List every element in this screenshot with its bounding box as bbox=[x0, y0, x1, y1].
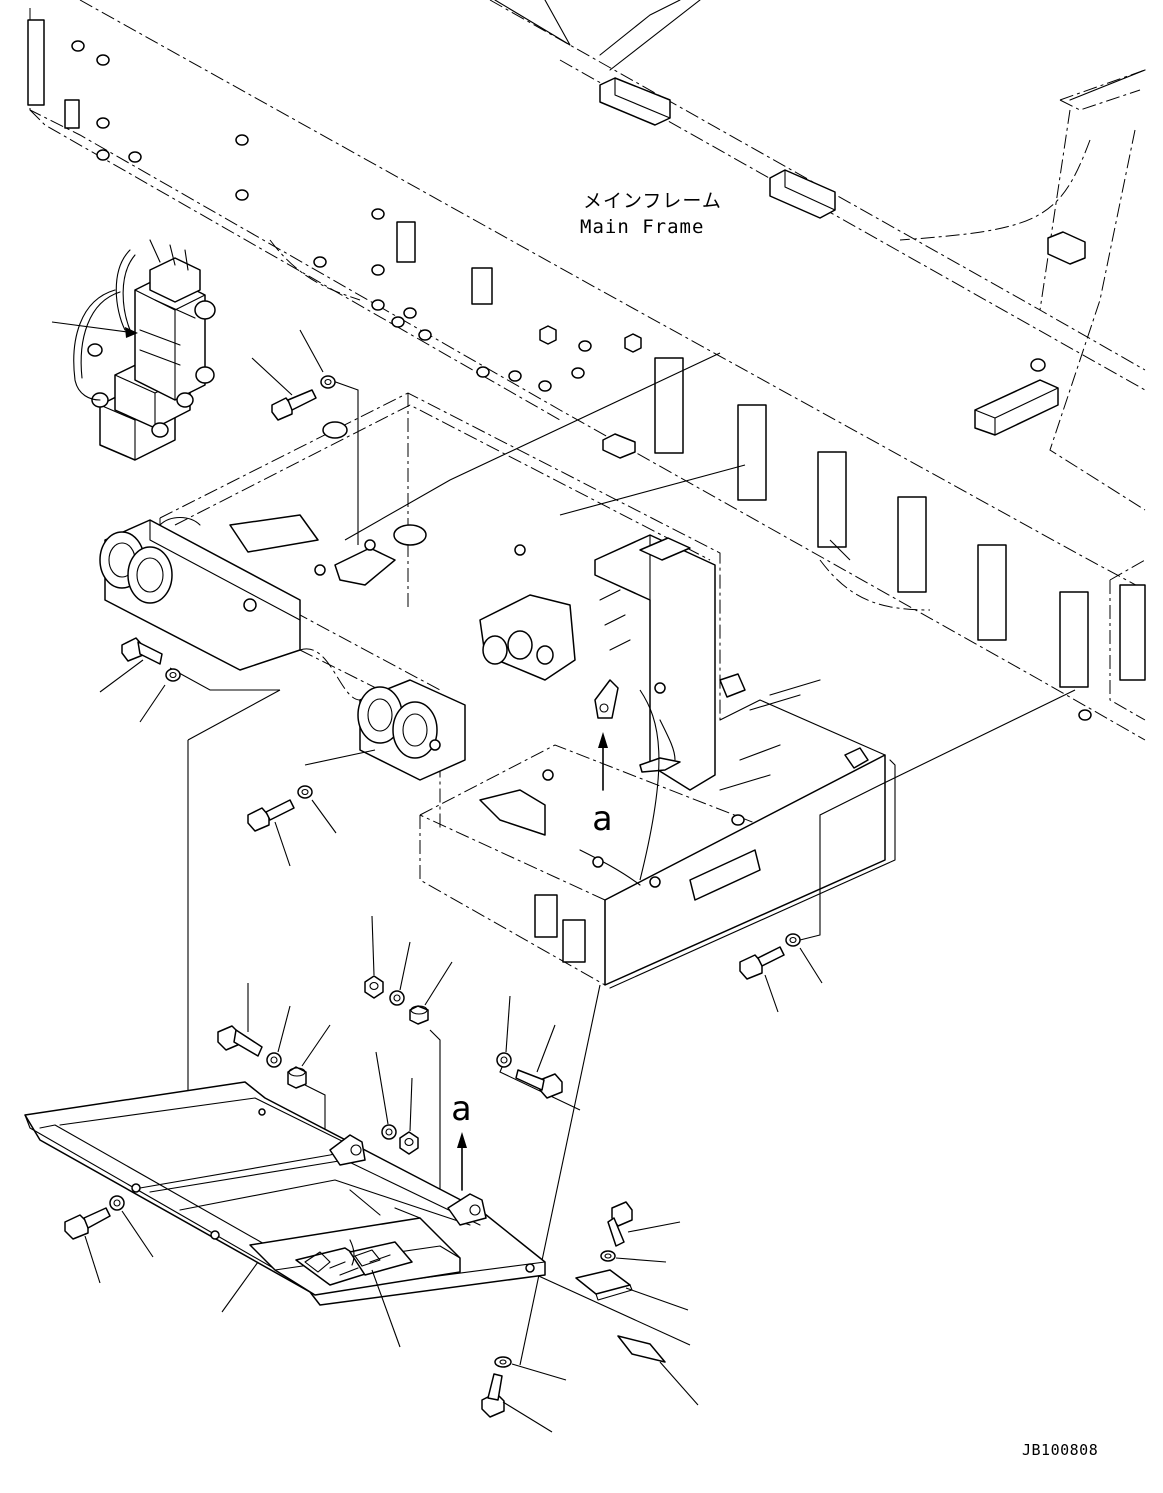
nut-1 bbox=[364, 915, 384, 999]
bolt-3 bbox=[247, 799, 295, 867]
spacer-1 bbox=[409, 961, 453, 1025]
bolt-8 bbox=[607, 1201, 681, 1247]
washer-9 bbox=[109, 1195, 154, 1258]
cab-support-frame bbox=[99, 392, 896, 989]
spacer-2 bbox=[287, 1024, 331, 1089]
washer-7 bbox=[375, 1051, 397, 1140]
view-marker-label-lower: a bbox=[451, 1089, 471, 1129]
washer-2 bbox=[139, 668, 181, 723]
nut-2 bbox=[399, 1077, 419, 1155]
washer-1 bbox=[299, 329, 336, 389]
washer-6 bbox=[266, 1005, 291, 1068]
drawing-number: JB100808 bbox=[1022, 1441, 1098, 1459]
main-frame-label: メインフレーム Main Frame bbox=[580, 190, 722, 238]
washer-3 bbox=[297, 785, 337, 834]
view-marker-lower: a bbox=[451, 1089, 471, 1191]
bolt-2 bbox=[99, 637, 163, 693]
label-plate bbox=[617, 1335, 699, 1406]
washer-11 bbox=[494, 1356, 567, 1381]
bolt-7 bbox=[64, 1207, 111, 1284]
washer-10 bbox=[600, 1250, 667, 1263]
main-frame-outline bbox=[29, 0, 1146, 741]
leader-valve bbox=[51, 321, 136, 334]
bolt-6 bbox=[515, 1024, 563, 1099]
hardware bbox=[64, 329, 823, 1433]
washer-5 bbox=[389, 941, 411, 1006]
bolt-5 bbox=[217, 983, 263, 1057]
bracket-small bbox=[575, 1269, 689, 1311]
view-marker-label-upper: a bbox=[592, 799, 612, 839]
bolt-4 bbox=[739, 946, 785, 1013]
view-marker-upper: a bbox=[592, 732, 612, 839]
main-frame-studs bbox=[71, 40, 1092, 721]
main-frame-label-jp: メインフレーム bbox=[583, 190, 722, 212]
main-frame-pads bbox=[27, 19, 1146, 688]
bolt-9 bbox=[481, 1373, 553, 1433]
washer-4 bbox=[785, 933, 823, 984]
step-plate-assembly bbox=[24, 1081, 546, 1348]
washer-8 bbox=[496, 995, 512, 1068]
main-frame-label-en: Main Frame bbox=[580, 216, 704, 238]
valve-assembly bbox=[51, 239, 216, 461]
bolt-1 bbox=[251, 357, 317, 421]
